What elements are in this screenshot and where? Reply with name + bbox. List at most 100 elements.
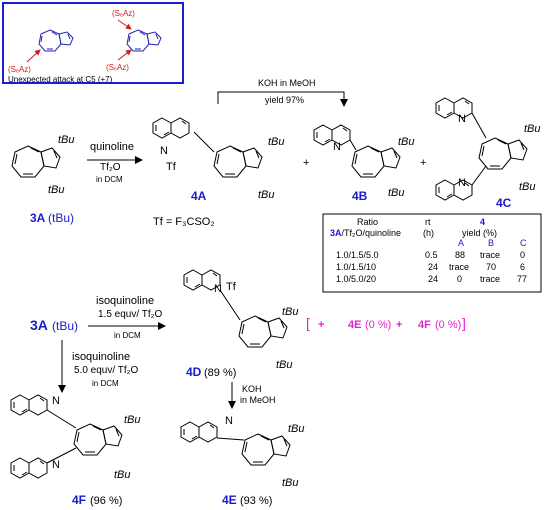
molecule-4b bbox=[313, 124, 401, 178]
svg-text:24: 24 bbox=[428, 262, 438, 272]
table-header-ratio: Ratio bbox=[357, 217, 378, 227]
n-label: N bbox=[214, 283, 222, 295]
tbu-label: tBu bbox=[288, 423, 305, 435]
svg-text:trace: trace bbox=[480, 250, 500, 260]
table-col-b: B bbox=[488, 238, 494, 248]
inset-label-right-top: (SₑAz) bbox=[112, 9, 135, 18]
label-4d: 4D bbox=[186, 365, 202, 379]
solvent-dcm: in DCM bbox=[114, 331, 141, 340]
solvent-dcm: in DCM bbox=[96, 175, 123, 184]
bracket-plus-2: + bbox=[396, 319, 402, 331]
tbu-label: tBu bbox=[268, 136, 285, 148]
reagent-quinoline: quinoline bbox=[90, 141, 134, 153]
reagent-isoquinoline-down: isoquinoline bbox=[72, 351, 130, 363]
inset-arrow-left bbox=[26, 49, 41, 63]
svg-text:0: 0 bbox=[520, 250, 525, 260]
reagent-isoquinoline: isoquinoline bbox=[96, 295, 154, 307]
tbu-label: tBu bbox=[124, 414, 141, 426]
reagent-equiv-5-0: 5.0 equv/ Tf₂O bbox=[74, 365, 139, 376]
inset-box bbox=[2, 2, 184, 84]
table-header-ratio2: 3A/Tf₂O/quinoline bbox=[330, 228, 401, 238]
koh-label: KOH bbox=[242, 384, 262, 394]
table-col-a: A bbox=[458, 238, 464, 248]
yield-97-label: yield 97% bbox=[265, 95, 304, 105]
tbu-label: tBu bbox=[388, 187, 405, 199]
svg-text:24: 24 bbox=[428, 274, 438, 284]
tbu-label: tBu bbox=[258, 189, 275, 201]
label-4c: 4C bbox=[496, 196, 512, 210]
tbu-label: tBu bbox=[282, 306, 299, 318]
inset-label-left: (SₑAz) bbox=[8, 65, 31, 74]
n-label: N bbox=[52, 395, 60, 407]
label-3a-top-suffix: (tBu) bbox=[48, 211, 74, 225]
solvent-dcm-down: in DCM bbox=[92, 379, 119, 388]
label-4f-minor-yield: (0 %) bbox=[435, 319, 461, 331]
reagent-tf2o: Tf₂O bbox=[100, 162, 121, 173]
table-header-rt: rt bbox=[425, 217, 431, 227]
n-label: N bbox=[225, 415, 233, 427]
table-header-number: 4 bbox=[480, 217, 485, 227]
svg-text:0.5: 0.5 bbox=[425, 250, 438, 260]
n-label: N bbox=[458, 113, 466, 125]
tbu-label: tBu bbox=[519, 181, 536, 193]
label-4a: 4A bbox=[191, 189, 207, 203]
tbu-label: tBu bbox=[276, 359, 293, 371]
label-4f-yield: (96 %) bbox=[90, 495, 122, 507]
tbu-label: tBu bbox=[48, 184, 65, 196]
table-row: 1.0/5.0/20 24 0 trace 77 bbox=[336, 274, 527, 284]
svg-text:1.0/5.0/20: 1.0/5.0/20 bbox=[336, 274, 376, 284]
svg-text:88: 88 bbox=[455, 250, 465, 260]
label-4e-minor-yield: (0 %) bbox=[365, 319, 391, 331]
inset-molecule-right bbox=[126, 29, 162, 52]
table-header-rt-unit: (h) bbox=[423, 228, 434, 238]
tbu-label: tBu bbox=[398, 136, 415, 148]
svg-text:0: 0 bbox=[457, 274, 462, 284]
tbu-label: tBu bbox=[524, 123, 541, 135]
svg-text:70: 70 bbox=[486, 262, 496, 272]
tbu-label: tBu bbox=[282, 477, 299, 489]
n-label: N bbox=[333, 141, 341, 153]
n-label: N bbox=[160, 145, 168, 157]
inset-molecule-left bbox=[38, 29, 74, 52]
table-col-c: C bbox=[520, 238, 527, 248]
meoh-label: in MeOH bbox=[240, 395, 276, 405]
label-4e-yield: (93 %) bbox=[240, 495, 272, 507]
svg-text:1.0/1.5/10: 1.0/1.5/10 bbox=[336, 262, 376, 272]
svg-text:trace: trace bbox=[449, 262, 469, 272]
tf-label: Tf bbox=[226, 281, 237, 293]
label-3a-bottom-suffix: (tBu) bbox=[52, 319, 78, 333]
inset-arrow-right-top bbox=[117, 19, 132, 30]
svg-text:trace: trace bbox=[480, 274, 500, 284]
molecule-4c bbox=[435, 97, 528, 201]
bracket-plus-1: + bbox=[318, 319, 324, 331]
molecule-4e bbox=[180, 421, 291, 466]
plus-sign: + bbox=[303, 157, 309, 169]
bracket-left: [ bbox=[306, 315, 310, 331]
svg-text:6: 6 bbox=[520, 262, 525, 272]
bracket-right: ] bbox=[462, 315, 466, 331]
table-row: 1.0/1.5/5.0 0.5 88 trace 0 bbox=[336, 250, 525, 260]
label-3a-top: 3A bbox=[30, 211, 46, 225]
n-label: N bbox=[52, 459, 60, 471]
molecule-4d bbox=[183, 269, 288, 348]
n-label: N bbox=[458, 177, 466, 189]
label-4f-minor: 4F bbox=[418, 319, 431, 331]
tbu-label: tBu bbox=[58, 134, 75, 146]
reagent-equiv-1-5: 1.5 equv/ Tf₂O bbox=[98, 309, 163, 320]
yield-table bbox=[322, 213, 542, 293]
table-header-yield: yield (%) bbox=[462, 228, 497, 238]
inset-arrow-right-bottom bbox=[117, 49, 132, 61]
inset-caption: Unexpected attack at C5 (+7) bbox=[8, 75, 113, 84]
molecule-4a bbox=[152, 117, 263, 178]
label-4f: 4F bbox=[72, 493, 86, 507]
plus-sign: + bbox=[420, 157, 426, 169]
label-3a-bottom: 3A bbox=[30, 317, 48, 333]
tf-label: Tf bbox=[166, 161, 177, 173]
label-4b: 4B bbox=[352, 189, 368, 203]
table-row: 1.0/1.5/10 24 trace 70 6 bbox=[336, 262, 525, 272]
label-4d-yield: (89 %) bbox=[204, 367, 236, 379]
label-4e: 4E bbox=[222, 493, 237, 507]
tbu-label: tBu bbox=[114, 469, 131, 481]
svg-text:1.0/1.5/5.0: 1.0/1.5/5.0 bbox=[336, 250, 379, 260]
